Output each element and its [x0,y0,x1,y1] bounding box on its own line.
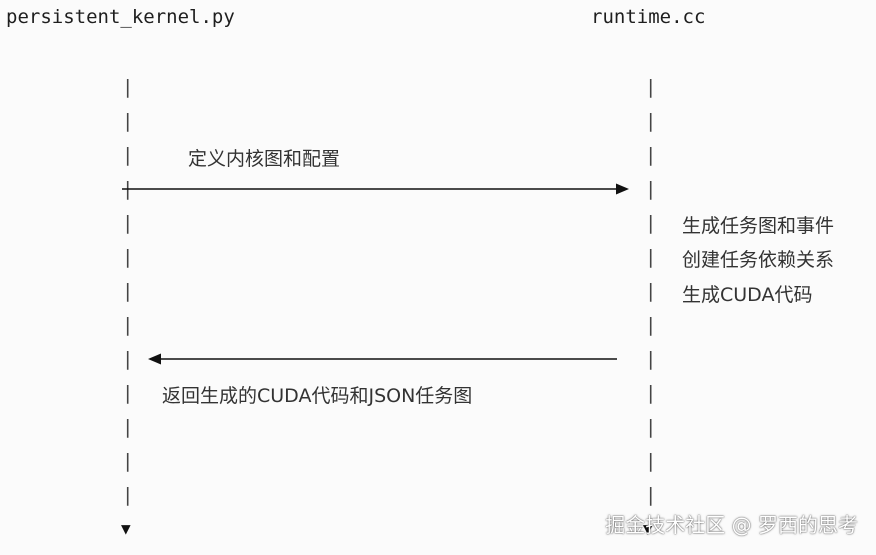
arrow-return-head-icon [148,353,161,365]
right-lifeline: | | | | | | | | | | | | | [645,76,657,506]
arrow-return [148,353,617,365]
message-return-label: 返回生成的CUDA代码和JSON任务图 [162,385,473,407]
participant-right-label: runtime.cc [591,6,706,28]
arrow-define [122,183,629,195]
message-define-label: 定义内核图和配置 [188,148,341,170]
watermark-text: 掘金技术社区 @ 罗西的思考 [605,513,858,537]
left-lifeline-end-arrow-icon: ▼ [121,519,131,538]
participant-left-label: persistent_kernel.py [6,6,235,28]
right-lifeline-end-arrow-icon: ▼ [643,519,653,538]
note-generate-task-graph: 生成任务图和事件 [682,215,835,237]
note-create-dependencies: 创建任务依赖关系 [682,249,835,271]
arrow-define-head-icon [616,183,629,195]
note-generate-cuda: 生成CUDA代码 [682,284,813,306]
